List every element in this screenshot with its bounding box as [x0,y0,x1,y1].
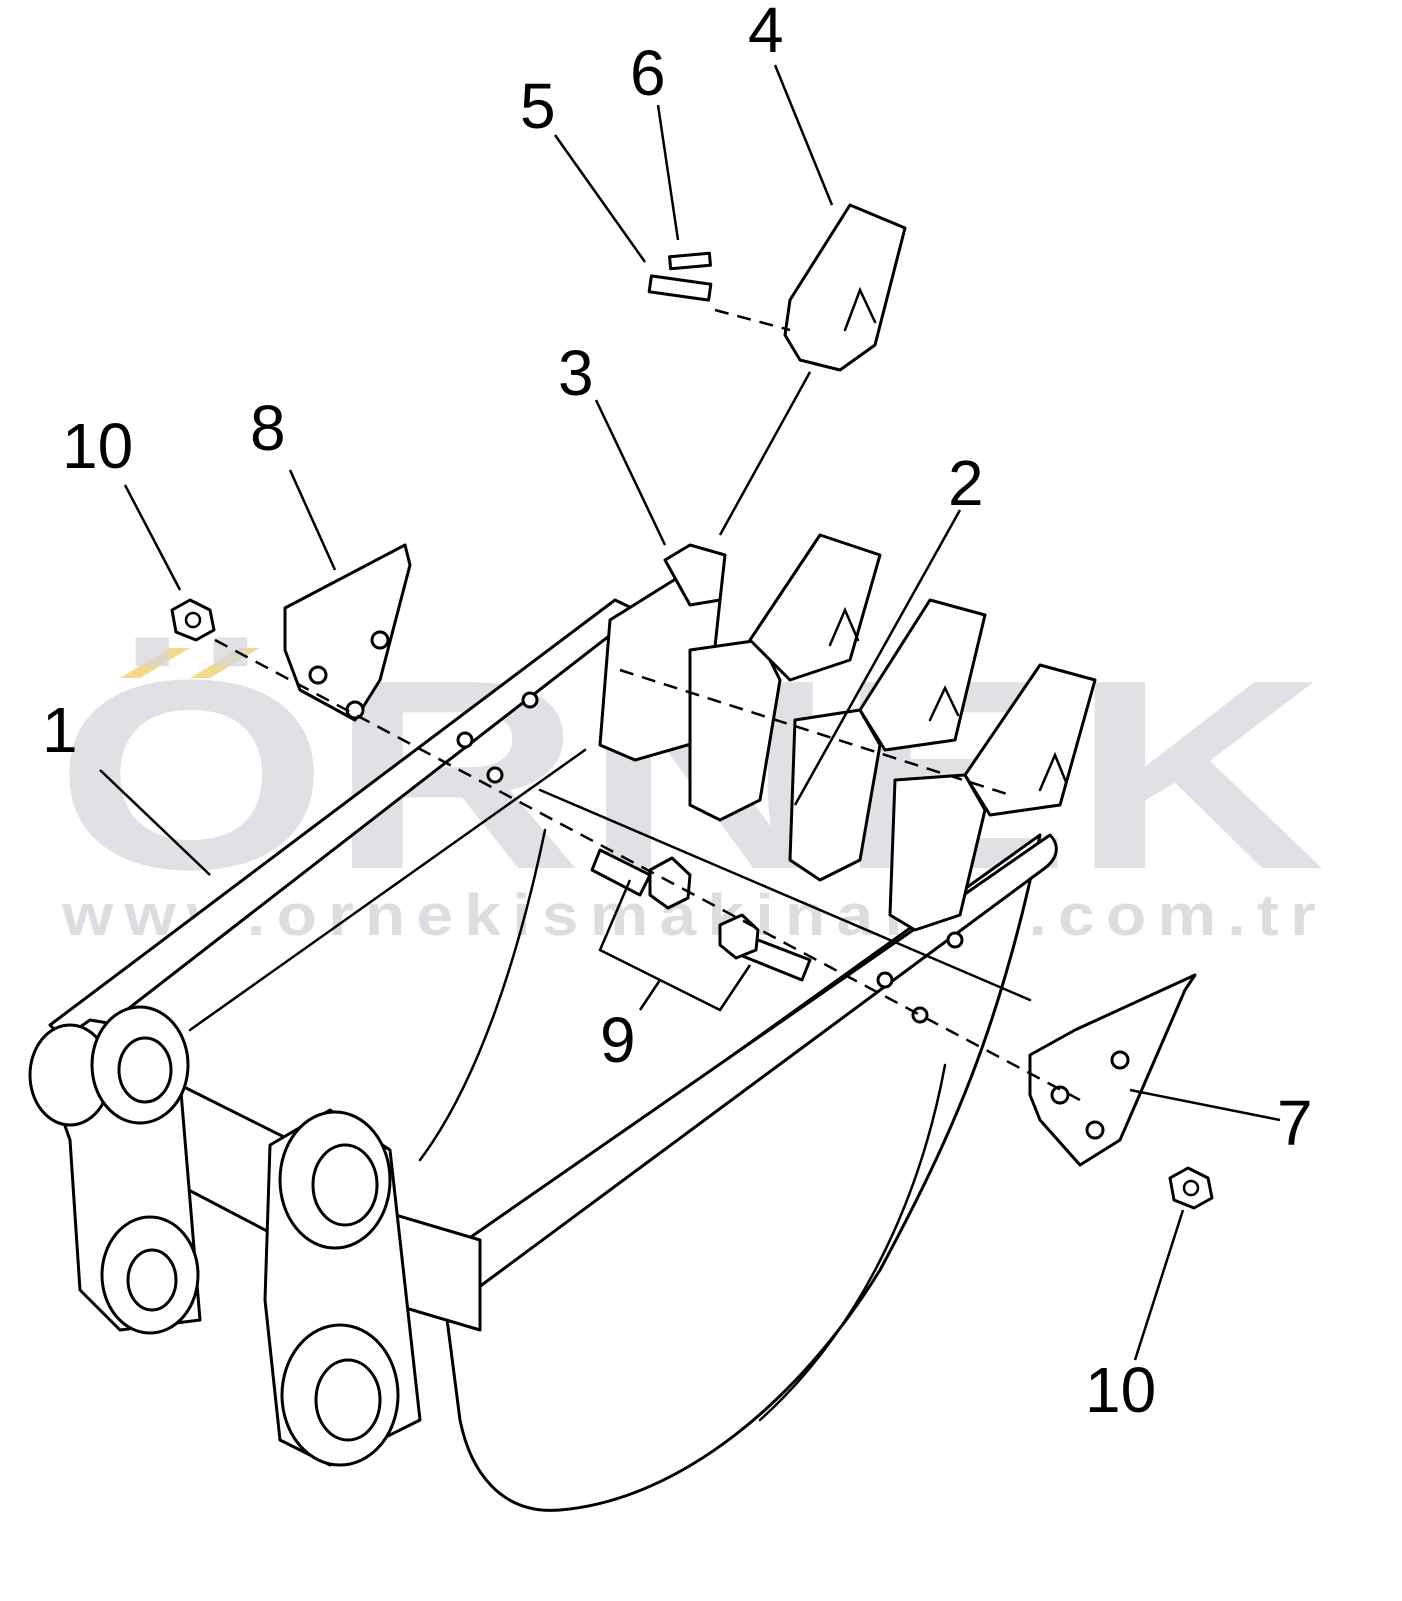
side-cutter-7-plate [1028,973,1197,1167]
nut-right-hole [1182,1179,1200,1197]
slot-mark [1038,751,1068,792]
lock-pin-6 [668,251,712,271]
callout-7: 7 [1277,1087,1313,1159]
cutter-8-hole [345,700,365,720]
bolt-upper [590,848,652,897]
callouts: 1 2 3 4 5 6 7 8 9 10 10 [42,0,1313,1426]
cutter-7-hole [1110,1050,1130,1070]
callout-9: 9 [600,1004,636,1076]
side-hole [911,1006,929,1024]
slot-mark [928,685,960,722]
leader-9 [638,979,662,1011]
tooth-4-shell [783,203,907,372]
leader-lines [99,64,1281,1361]
right-boss-inner [311,1143,379,1227]
side-hole [486,766,504,784]
leader-3 [594,399,667,546]
left-boss-2-inner [117,1036,173,1104]
side-cutter-7 [1028,973,1197,1167]
callout-1: 1 [42,694,78,766]
bowl-lower-curve [758,1063,947,1422]
watermark-accent-left [120,648,190,678]
bowl-inner-curve [418,828,547,1162]
callout-2: 2 [948,447,984,519]
callout-4: 4 [748,0,784,66]
callout-10-top: 10 [62,410,133,482]
tooth-point-4-exploded [783,203,907,372]
dash-line-left [214,638,1081,1102]
leader-1 [99,769,211,876]
cutter-8-hole [308,665,328,685]
retainer-5 [647,274,713,302]
nut-left [170,598,216,642]
tooth-point-2 [748,533,882,682]
nut-right-body [1168,1166,1214,1210]
slot-mark [828,606,860,647]
callout-10-bottom: 10 [1085,1354,1156,1426]
callout-8: 8 [250,392,286,464]
leader-6 [656,104,680,241]
bucket-bowl [438,833,1042,1512]
leader-5 [553,134,647,263]
bolts-9 [590,848,812,982]
leader-3b [718,371,812,536]
side-cutter-8 [283,543,412,722]
leader-2 [793,509,962,806]
left-side-lower-edge [188,748,587,1032]
dash-line-tooth4 [714,308,791,332]
nut-right [1168,1166,1214,1210]
bucket-body [28,598,1058,1512]
side-hole [876,971,894,989]
callout-6: 6 [630,37,666,109]
nut-left-body [170,598,216,642]
tooth-4-slot [843,286,877,332]
cutter-7-hole [1085,1120,1105,1140]
tooth-point-3 [858,598,987,752]
adapter-3-top [663,543,727,607]
leader-10b [1133,1209,1185,1361]
callout-3: 3 [558,337,594,409]
cutter-8-hole [370,630,390,650]
teeth-row [598,533,1097,932]
cutting-edge [538,788,1032,1002]
nut-left-hole [184,611,202,629]
cutter-7-hole [1050,1085,1070,1105]
leader-10a [123,484,182,591]
right-lower-boss-inner [314,1358,382,1442]
leader-8 [288,469,337,571]
tooth-point-4 [963,663,1097,817]
bolt-lower-head [718,913,760,960]
leader-4 [773,64,834,206]
side-hole [521,691,539,709]
side-hole [456,731,474,749]
side-hole [946,931,964,949]
callout-5: 5 [520,70,556,142]
left-lower-boss-inner [126,1248,178,1312]
pin-and-retainer [647,251,713,302]
leader-7 [1129,1088,1281,1122]
assembly-lines [214,308,1081,1102]
